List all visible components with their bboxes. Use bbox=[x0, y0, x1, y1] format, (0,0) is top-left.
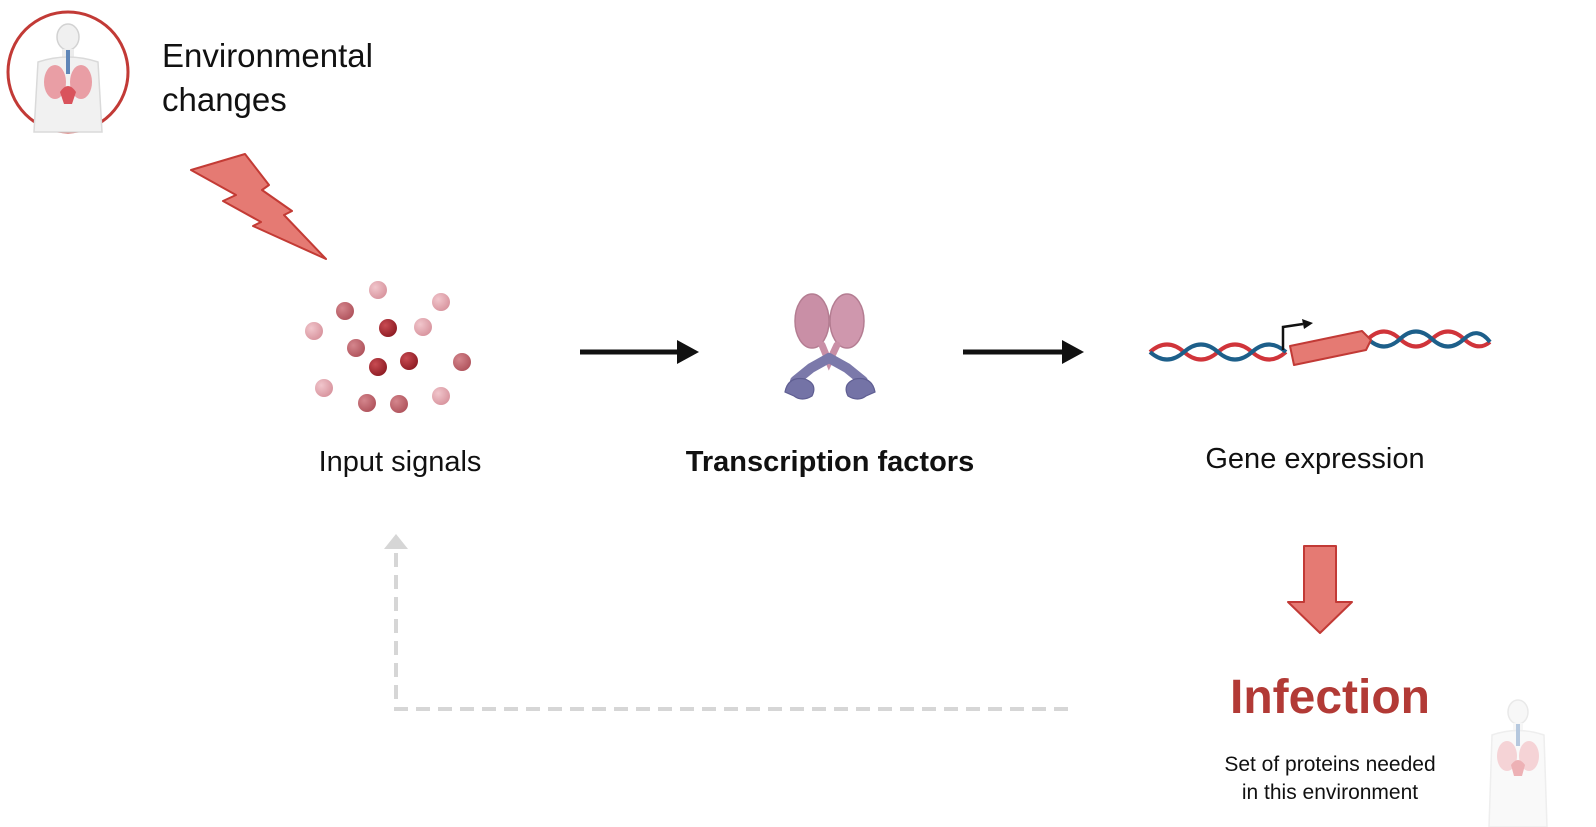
proteins-note-line2: in this environment bbox=[1241, 781, 1419, 804]
arrow-tf-to-gene bbox=[963, 340, 1084, 364]
environmental-changes-line1: Environmental bbox=[162, 37, 373, 74]
gene-expression-label: Gene expression bbox=[1205, 443, 1425, 475]
proteins-note-line1: Set of proteins needed bbox=[1224, 753, 1436, 776]
human-body-lungs-icon bbox=[6, 10, 130, 134]
proteins-note: Set of proteins needed in this environme… bbox=[1190, 751, 1470, 807]
transcription-factors-label: Transcription factors bbox=[685, 446, 975, 478]
lightning-bolt-icon bbox=[190, 153, 327, 260]
feedback-dashed-arrow bbox=[384, 534, 1068, 711]
dna-gene-icon bbox=[1148, 319, 1492, 366]
signal-molecules-icon bbox=[305, 281, 471, 413]
human-body-lungs-icon bbox=[1488, 699, 1548, 827]
environmental-changes-label: Environmental changes bbox=[162, 34, 373, 122]
infection-label: Infection bbox=[1230, 671, 1430, 724]
down-arrow-to-infection bbox=[1287, 545, 1353, 634]
arrow-input-to-tf bbox=[580, 340, 699, 364]
transcription-factor-dimer-icon bbox=[784, 293, 876, 400]
input-signals-label: Input signals bbox=[318, 446, 482, 478]
environmental-changes-line2: changes bbox=[162, 81, 287, 118]
